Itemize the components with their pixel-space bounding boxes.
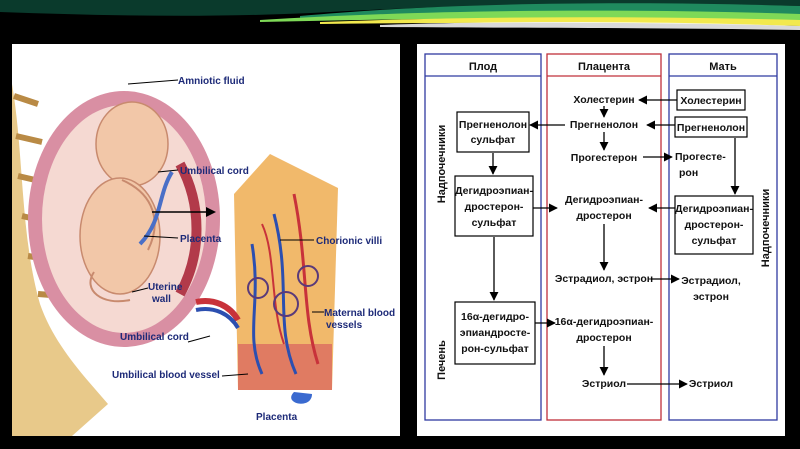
pathway-arrows [488,95,740,389]
label-maternal-blood-line1: Maternal blood [324,308,395,319]
label-uterine-wall-line1: Uterine [148,282,183,293]
label-umbilical-cord-bottom: Umbilical cord [120,332,189,343]
mother-progesterone-line1: Прогесте- [675,151,726,163]
fetus-box1-line2: сульфат [471,134,516,146]
placenta-cholesterol: Холестерин [573,94,634,106]
column-fetus-frame [424,53,542,421]
mother-pregnenolone: Прегненолон [677,122,745,134]
label-placenta-left: Placenta [180,234,222,245]
umbilical-cord-shape [138,170,174,246]
mother-estradiol-line1: Эстрадиол, [681,275,741,287]
fetus-illustration [79,101,169,303]
fetus-box2-line2: дростерон- [465,201,524,213]
label-maternal-blood-line2: vessels [326,320,363,331]
fetus-box2-line1: Дегидроэпиан- [455,185,533,197]
fetus-box3-line2: эпиандросте- [460,327,531,339]
mother-cholesterol: Холестерин [680,95,741,107]
label-placenta-bottom: Placenta [256,412,298,423]
mother-box-dhea-sulfate [674,195,754,255]
placenta-shape [175,161,202,297]
mother-progesterone-line2: рон [679,167,698,179]
side-label-liver: Печень [436,340,448,380]
enlarge-arrow [152,207,216,217]
placenta-16a-hydroxy-dhea-line2: дростерон [576,332,631,344]
label-chorionic-villi: Chorionic villi [316,236,382,247]
placenta-illustration-panel: Amniotic fluid Umbilical cord Placenta C… [12,44,400,436]
side-label-adrenals-mother: Надпочечники [760,189,772,267]
decorative-swoosh-header [0,0,800,30]
column-header-placenta: Плацента [578,61,631,73]
mother-dhea-line1: Дегидроэпиан- [675,203,753,215]
label-amniotic-fluid: Amniotic fluid [178,76,245,87]
steroidogenesis-diagram-panel: Плод Плацента Мать Надпочечники Печень Н… [417,44,785,436]
mother-estradiol-line2: эстрон [693,291,729,303]
placenta-dhea-line1: Дегидроэпиан- [565,194,643,206]
label-uterine-wall-line2: wall [151,294,171,305]
fetus-box2-line3: сульфат [472,217,517,229]
placenta-estradiol-estrone: Эстрадиол, эстрон [555,273,653,285]
fetus-box-pregnenolone-sulfate [456,111,530,153]
mother-box-pregnenolone [674,116,748,138]
placenta-16a-hydroxy-dhea-line1: 16α-дегидроэпиан- [555,316,654,328]
label-umbilical-blood-vessel: Umbilical blood vessel [112,370,220,381]
placenta-dhea-line2: дростерон [576,210,631,222]
column-placenta-frame [546,53,662,421]
fetus-box-16a-hydroxy-dhea-sulfate [454,301,536,365]
side-label-adrenals-fetus: Надпочечники [436,125,448,203]
mother-dhea-line2: дростерон- [685,219,744,231]
mother-estriol: Эстриол [689,378,733,390]
column-header-mother: Мать [709,61,737,73]
placenta-illustration: Amniotic fluid Umbilical cord Placenta C… [12,76,395,436]
column-header-fetus: Плод [469,61,497,73]
label-umbilical-cord-top: Umbilical cord [180,166,249,177]
placenta-pregnenolone: Прегненолон [570,119,638,131]
fetus-box-dhea-sulfate [454,175,534,237]
placenta-cross-section [195,154,338,404]
placenta-progesterone: Прогестерон [571,152,637,164]
leader-lines [127,79,324,377]
steroidogenesis-diagram: Плод Плацента Мать Надпочечники Печень Н… [424,53,778,421]
mother-dhea-line3: сульфат [692,235,737,247]
fetus-box3-line1: 16α-дегидро- [461,311,529,323]
fetus-box1-line1: Прегненолон [459,119,527,131]
column-mother-frame [668,53,778,421]
fetus-box3-line3: рон-сульфат [461,343,529,355]
placenta-estriol: Эстриол [582,378,626,390]
